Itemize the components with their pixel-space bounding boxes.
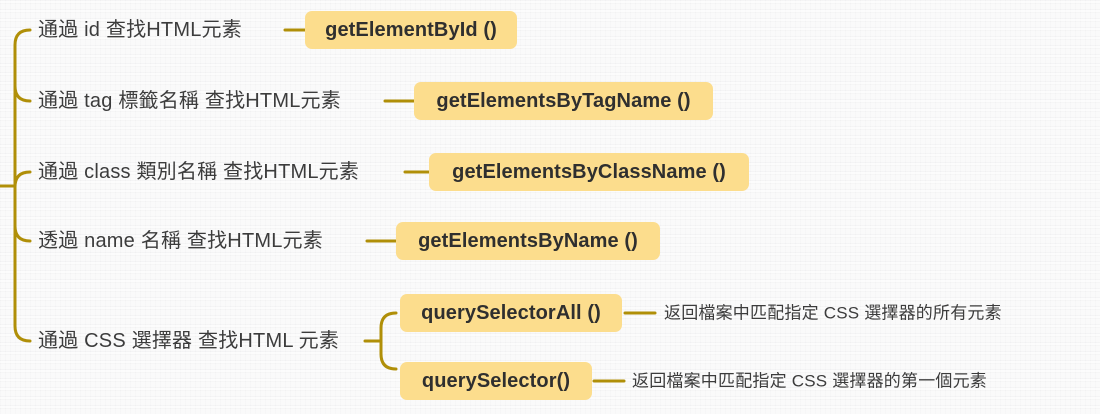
method-box-get-elements-by-tag-name[interactable]: getElementsByTagName () <box>414 82 713 120</box>
method-box-get-elements-by-class-name[interactable]: getElementsByClassName () <box>429 153 749 191</box>
method-box-get-elements-by-name[interactable]: getElementsByName () <box>396 222 660 260</box>
branch-label-by-name: 透過 name 名稱 查找HTML元素 <box>38 230 323 252</box>
method-box-get-element-by-id[interactable]: getElementById () <box>305 11 517 49</box>
branch-label-by-class: 通過 class 類別名稱 查找HTML元素 <box>38 161 360 183</box>
description-query-selector: 返回檔案中匹配指定 CSS 選擇器的第一個元素 <box>632 371 987 391</box>
branch-label-by-tag: 通過 tag 標籤名稱 查找HTML元素 <box>38 90 341 112</box>
branch-label-by-id: 通過 id 查找HTML元素 <box>38 19 242 41</box>
method-box-query-selector[interactable]: querySelector() <box>400 362 592 400</box>
method-box-query-selector-all[interactable]: querySelectorAll () <box>400 294 622 332</box>
branch-label-by-css-selector: 通過 CSS 選擇器 查找HTML 元素 <box>38 330 340 352</box>
description-query-selector-all: 返回檔案中匹配指定 CSS 選擇器的所有元素 <box>664 303 1002 323</box>
